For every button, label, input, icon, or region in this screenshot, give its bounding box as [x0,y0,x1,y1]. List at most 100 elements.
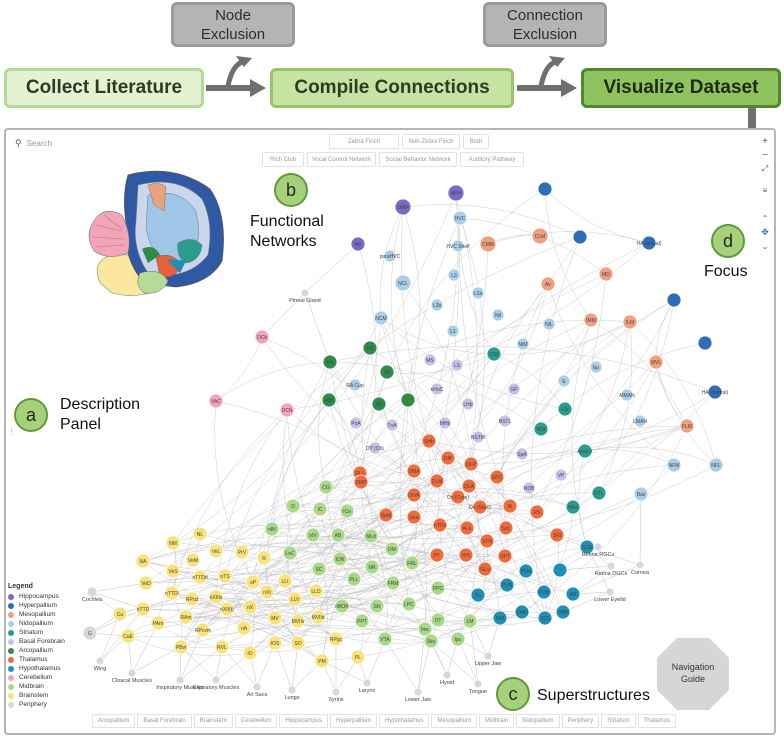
node-circle[interactable] [82,625,98,641]
node-circle[interactable] [314,653,330,669]
node-dtcb[interactable]: DT (Cb) [366,441,384,455]
node-circle[interactable] [555,604,571,620]
node-circle[interactable] [259,584,275,600]
node-circle[interactable] [552,562,568,578]
node-circle[interactable] [285,498,301,514]
node-circle[interactable] [641,235,657,251]
node-vta[interactable]: VTA [377,631,393,647]
node-circle[interactable] [208,543,224,559]
node-stn[interactable]: STN [479,533,495,549]
node-circle[interactable] [267,610,283,626]
node-circle[interactable] [394,274,412,292]
node-syrinx[interactable]: Syrinx [328,687,344,703]
node-circle[interactable] [192,526,208,542]
node-circle[interactable] [536,584,552,600]
node-hyp1[interactable] [537,181,553,197]
node-circle[interactable] [86,586,98,598]
node-circle[interactable] [346,571,362,587]
node-circle[interactable] [479,235,497,253]
node-circle[interactable] [353,474,369,490]
node-hadorsal[interactable]: HA (dorsal) [636,235,662,251]
node-circle[interactable] [334,598,350,614]
node-circle[interactable] [554,468,568,482]
node-mvl[interactable]: MVL [648,354,664,370]
node-hacentral[interactable]: HA (central) [702,384,729,400]
node-circle[interactable] [633,414,647,428]
node-circle[interactable] [332,551,348,567]
node-circle[interactable] [242,645,258,661]
node-pt[interactable]: PT [429,547,445,563]
node-circle[interactable] [185,552,201,568]
node-circle[interactable] [413,687,423,697]
node-nxiits[interactable]: nXIIts [208,589,224,605]
node-circle[interactable] [236,620,252,636]
node-rpcvm[interactable]: RPcvm [195,622,211,638]
node-spt[interactable]: SPT [497,548,513,564]
node-circle[interactable] [369,598,385,614]
node-poa[interactable]: PoA [349,416,363,430]
node-nbi[interactable]: nBI [264,521,280,537]
node-circle[interactable] [423,353,437,367]
node-circle[interactable] [279,402,295,418]
node-dmp_top[interactable]: DMP [394,198,412,216]
node-circle[interactable] [499,577,515,593]
node-rs[interactable]: RS [529,504,545,520]
node-circle[interactable] [605,587,615,597]
node-circle[interactable] [446,324,460,338]
node-imc[interactable]: Imc [417,621,433,637]
node-circle[interactable] [165,535,181,551]
node-circle[interactable] [208,589,224,605]
node-circle[interactable] [330,527,346,543]
node-circle[interactable] [373,310,389,326]
node-lman[interactable]: LMAN [633,414,647,428]
filter-both[interactable]: Both [463,134,489,149]
node-circle[interactable] [515,447,529,461]
node-ilm[interactable]: ILM [622,314,638,330]
node-circle[interactable] [321,392,337,408]
node-upperjaw[interactable]: Upper Jaw [475,651,501,667]
node-frl[interactable]: FRL [404,555,420,571]
node-nhoc[interactable]: nHoC [430,382,444,396]
node-circle[interactable] [311,561,327,577]
node-ah[interactable]: AH [565,586,581,602]
node-circle[interactable] [120,628,136,644]
node-pll[interactable]: PLL [346,571,362,587]
node-lst[interactable]: LSt [557,401,573,417]
node-io[interactable]: IO [242,645,258,661]
node-circle[interactable] [542,317,556,331]
node-bas[interactable]: Bas [633,486,649,502]
superstructure-filter-midbrain[interactable]: Midbrain [479,714,515,728]
node-circle[interactable] [371,396,387,412]
node-circle[interactable] [349,416,363,430]
node-circle[interactable] [458,547,474,563]
node-air[interactable] [400,392,416,408]
node-pl[interactable]: PL [350,649,366,665]
node-circle[interactable] [471,286,485,300]
node-md[interactable]: MD [598,266,614,282]
node-circle[interactable] [461,478,477,494]
node-circle[interactable] [254,329,270,345]
node-circle[interactable] [429,547,445,563]
node-cst[interactable]: CSt [486,346,502,362]
node-ntov[interactable]: nTOv [432,517,448,533]
node-spm[interactable]: SpM [378,507,394,523]
node-circle[interactable] [348,378,362,392]
node-circle[interactable] [252,682,262,692]
node-ves[interactable]: VeS [165,563,181,579]
node-circle[interactable] [310,609,326,625]
node-circle[interactable] [492,610,508,626]
node-lungs[interactable]: Lungs [285,685,300,701]
node-circle[interactable] [138,575,154,591]
node-circle[interactable] [339,503,355,519]
node-av[interactable]: AV [371,396,387,412]
node-spc[interactable]: SPC [489,469,505,485]
node-gtl[interactable]: GTL [591,485,607,501]
node-cloacalmuscles[interactable]: Cloacal Muscles [112,668,152,684]
zoom-out-button[interactable]: − [762,149,768,161]
node-circle[interactable] [394,198,412,216]
node-circle[interactable] [267,635,283,651]
node-sc[interactable]: SC [311,561,327,577]
node-nfl[interactable]: NFL [708,457,724,473]
node-cochlea[interactable]: Cochlea [82,586,103,603]
search-bar[interactable]: ⚲ Search [15,138,52,149]
